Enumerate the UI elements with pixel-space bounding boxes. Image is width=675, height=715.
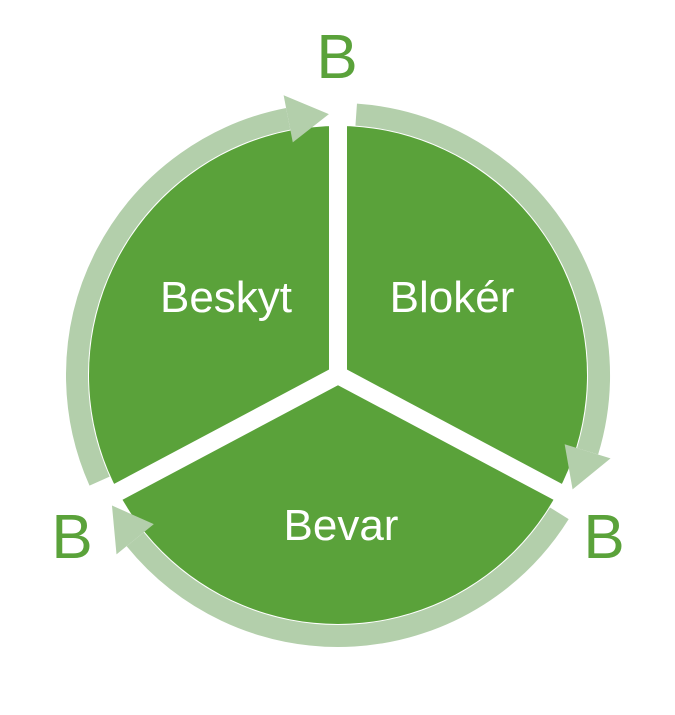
segment-label-bevar: Bevar xyxy=(284,501,399,550)
arrowhead-icon xyxy=(283,95,329,143)
arrowhead-icon xyxy=(564,444,611,490)
segment-divider xyxy=(82,367,343,517)
arrowhead-icon xyxy=(111,505,154,555)
arc-arrow-to-bottom-left xyxy=(126,507,569,647)
segment-label-beskyt: Beskyt xyxy=(160,273,292,322)
dividers xyxy=(82,90,594,517)
outer-label-top: B xyxy=(316,23,357,92)
segment-label-bloker: Blokér xyxy=(390,273,515,322)
cycle-ring xyxy=(66,95,611,647)
outer-label-bottom-right: B xyxy=(583,503,624,572)
segment-divider xyxy=(333,367,594,517)
outer-label-bottom-left: B xyxy=(51,503,92,572)
arc-arrow-to-top xyxy=(66,107,291,486)
arc-arrow-to-bottom-right xyxy=(355,103,610,455)
